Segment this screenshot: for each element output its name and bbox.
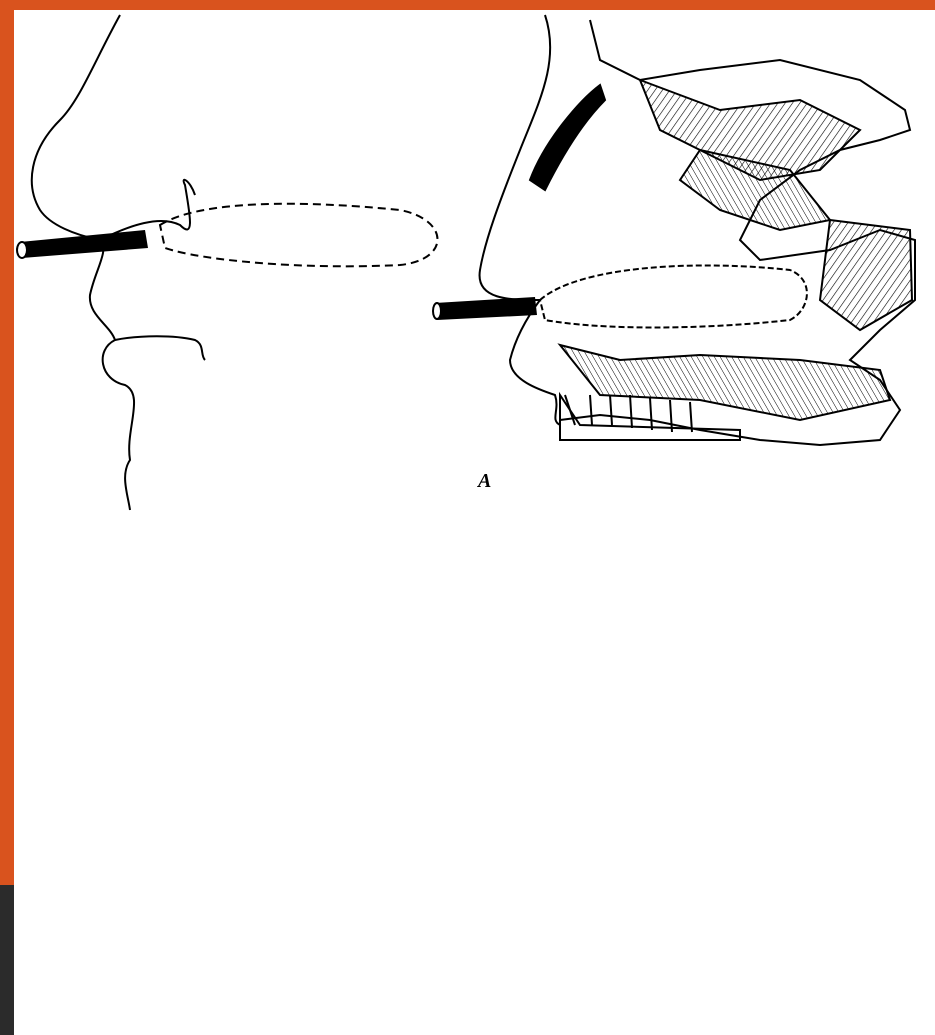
top-left-external-profile bbox=[32, 15, 205, 510]
top-left-tube bbox=[17, 230, 148, 258]
top-left-balloon-outline bbox=[160, 204, 438, 267]
panel-label: A bbox=[478, 470, 491, 493]
top-right-tube bbox=[433, 297, 537, 320]
top-right-sagittal-section bbox=[480, 15, 915, 445]
